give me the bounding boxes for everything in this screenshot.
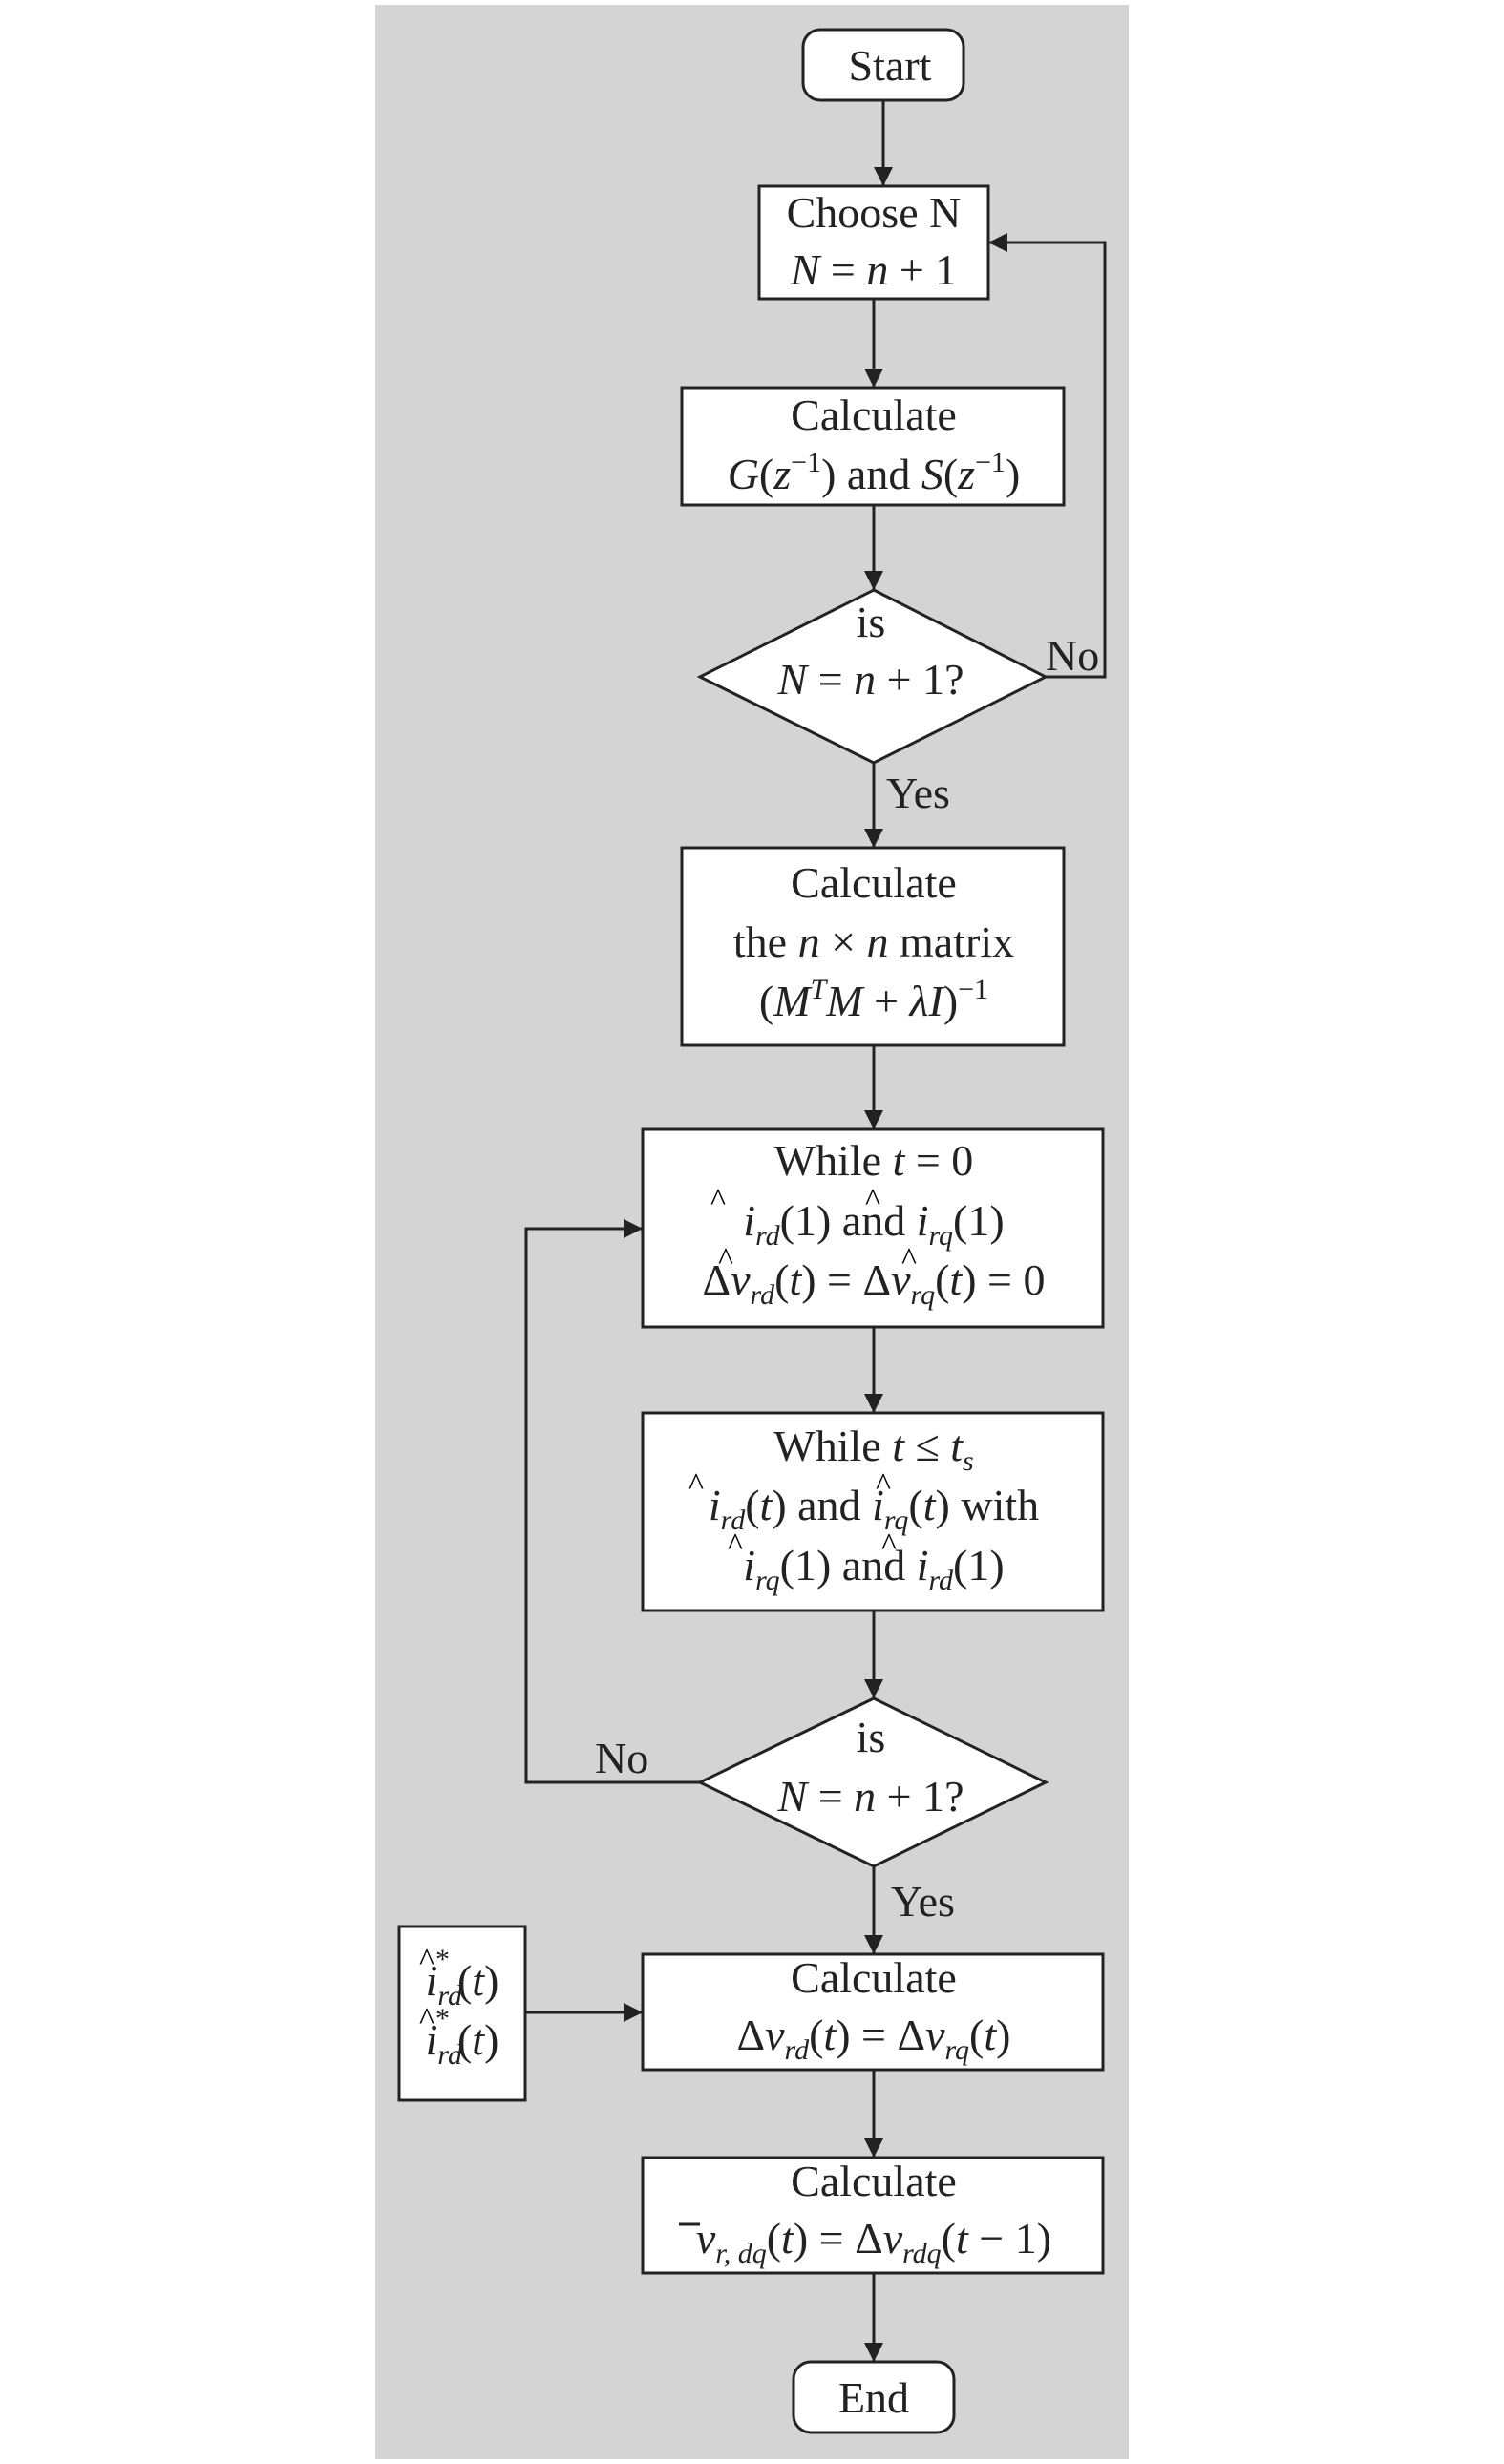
calc-vbar-formula: vr, dq(t) = Δvrdq(t − 1) xyxy=(696,2214,1051,2269)
calc-matrix-size: the n × n matrix xyxy=(733,917,1014,966)
while-ts-box: While t ≤ ts ird(t) and irq(t) with irq(… xyxy=(641,1411,1105,1612)
reference-current-2: ird*(t) xyxy=(426,2003,499,2071)
decision-2-no-label: No xyxy=(595,1734,648,1782)
calc-matrix-title: Calculate xyxy=(791,858,957,907)
calc-vbar-title: Calculate xyxy=(791,2157,957,2205)
hat-mark: ^ xyxy=(419,1943,434,1978)
connectors xyxy=(524,100,1107,2362)
calc-delta-v-title: Calculate xyxy=(791,1953,957,2002)
hat-mark: ^ xyxy=(710,1183,726,1218)
reference-currents-box: ird*(t) ird*(t) ^ ^ xyxy=(397,1925,527,2102)
end-terminal: End xyxy=(792,2360,956,2434)
while-t0-voltage-init: Δvrd(t) = Δvrq(t) = 0 xyxy=(703,1255,1046,1311)
while-t0-box: While t = 0 ird(1) and irq(1) Δvrd(t) = … xyxy=(641,1127,1105,1329)
while-t0-initial-currents: ird(1) and irq(1) xyxy=(743,1196,1004,1252)
end-label: End xyxy=(838,2373,909,2422)
hat-mark: ^ xyxy=(865,1183,880,1218)
decision-2: is N = n + 1? No Yes xyxy=(595,1696,1049,1926)
calc-g-s-formula: G(z−1) and S(z−1) xyxy=(728,447,1021,498)
while-ts-currents: ird(t) and irq(t) with xyxy=(709,1481,1039,1536)
decision-1-no-label: No xyxy=(1046,631,1099,680)
loop-no-back-to-while-t0 xyxy=(524,1219,700,1784)
decision-2-yes-label: Yes xyxy=(891,1877,955,1926)
choose-n-equation: N = n + 1 xyxy=(790,245,958,294)
decision-1-yes-label: Yes xyxy=(886,769,950,817)
start-label: Start xyxy=(849,41,932,90)
decision-1-equation: N = n + 1? xyxy=(777,655,964,704)
calc-vbar-box: Calculate vr, dq(t) = Δvrdq(t − 1) xyxy=(641,2156,1105,2275)
reference-current-1: ird*(t) xyxy=(426,1944,499,2011)
decision-2-equation: N = n + 1? xyxy=(777,1772,964,1821)
calc-delta-v-box: Calculate Δvrd(t) = Δvrq(t) xyxy=(641,1952,1105,2072)
decision-1-label: is xyxy=(857,598,886,646)
hat-mark: ^ xyxy=(419,2002,434,2037)
start-terminal: Start xyxy=(801,28,965,102)
calc-g-s-box: Calculate G(z−1) and S(z−1) xyxy=(680,386,1066,507)
decision-2-label: is xyxy=(857,1713,886,1761)
choose-n-title: Choose N xyxy=(787,188,962,237)
calc-matrix-box: Calculate the n × n matrix (MTM + λI)−1 xyxy=(680,846,1066,1047)
calc-delta-v-formula: Δvrd(t) = Δvrq(t) xyxy=(737,2011,1011,2066)
hat-mark: ^ xyxy=(728,1527,743,1563)
hat-mark: ^ xyxy=(688,1467,704,1503)
hat-mark: ^ xyxy=(901,1242,917,1277)
while-t0-title: While t = 0 xyxy=(774,1136,974,1185)
calc-matrix-formula: (MTM + λI)−1 xyxy=(759,974,988,1025)
hat-mark: ^ xyxy=(876,1467,891,1503)
calc-g-s-title: Calculate xyxy=(791,390,957,439)
while-ts-title: While t ≤ ts xyxy=(773,1422,973,1477)
while-ts-initial: irq(1) and ird(1) xyxy=(743,1541,1004,1596)
choose-n-box: Choose N N = n + 1 xyxy=(757,184,990,301)
hat-mark: ^ xyxy=(718,1242,733,1277)
hat-mark: ^ xyxy=(881,1527,897,1563)
decision-1: is N = n + 1? No Yes xyxy=(696,588,1099,817)
loop-no-back-to-choose xyxy=(988,233,1107,679)
